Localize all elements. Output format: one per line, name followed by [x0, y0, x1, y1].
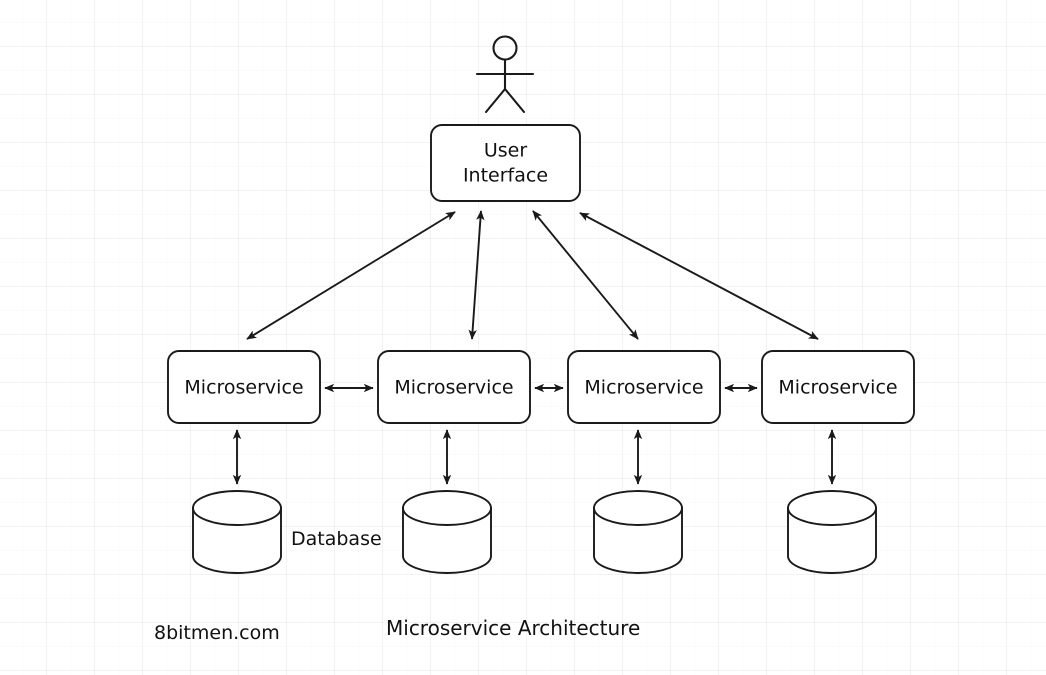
user-interface-label-line2: Interface: [463, 165, 548, 187]
node-user-interface[interactable]: User Interface: [430, 124, 581, 202]
node-microservice-3[interactable]: Microservice: [567, 350, 721, 424]
database-caption: Database: [291, 528, 382, 550]
microservice-3-label: Microservice: [584, 377, 703, 399]
connector-ui-to-service-2: [468, 210, 485, 340]
footer-title: Microservice Architecture: [386, 616, 640, 640]
database-cylinder-4[interactable]: [787, 490, 877, 574]
node-microservice-4[interactable]: Microservice: [761, 350, 915, 424]
footer-credit: 8bitmen.com: [154, 622, 280, 644]
connector-ui-to-service-1: [246, 211, 456, 340]
connector-ui-to-service-4: [579, 212, 819, 340]
node-microservice-2[interactable]: Microservice: [377, 350, 531, 424]
connector-ui-to-service-3: [532, 210, 639, 340]
microservice-2-label: Microservice: [394, 377, 513, 399]
database-cylinder-1[interactable]: [192, 490, 282, 574]
user-actor-icon: [475, 35, 535, 114]
database-cylinder-2[interactable]: [402, 490, 492, 574]
database-cylinder-3[interactable]: [593, 490, 683, 574]
user-interface-label-line1: User: [484, 140, 527, 162]
microservice-1-label: Microservice: [184, 377, 303, 399]
microservice-4-label: Microservice: [778, 377, 897, 399]
node-microservice-1[interactable]: Microservice: [167, 350, 321, 424]
